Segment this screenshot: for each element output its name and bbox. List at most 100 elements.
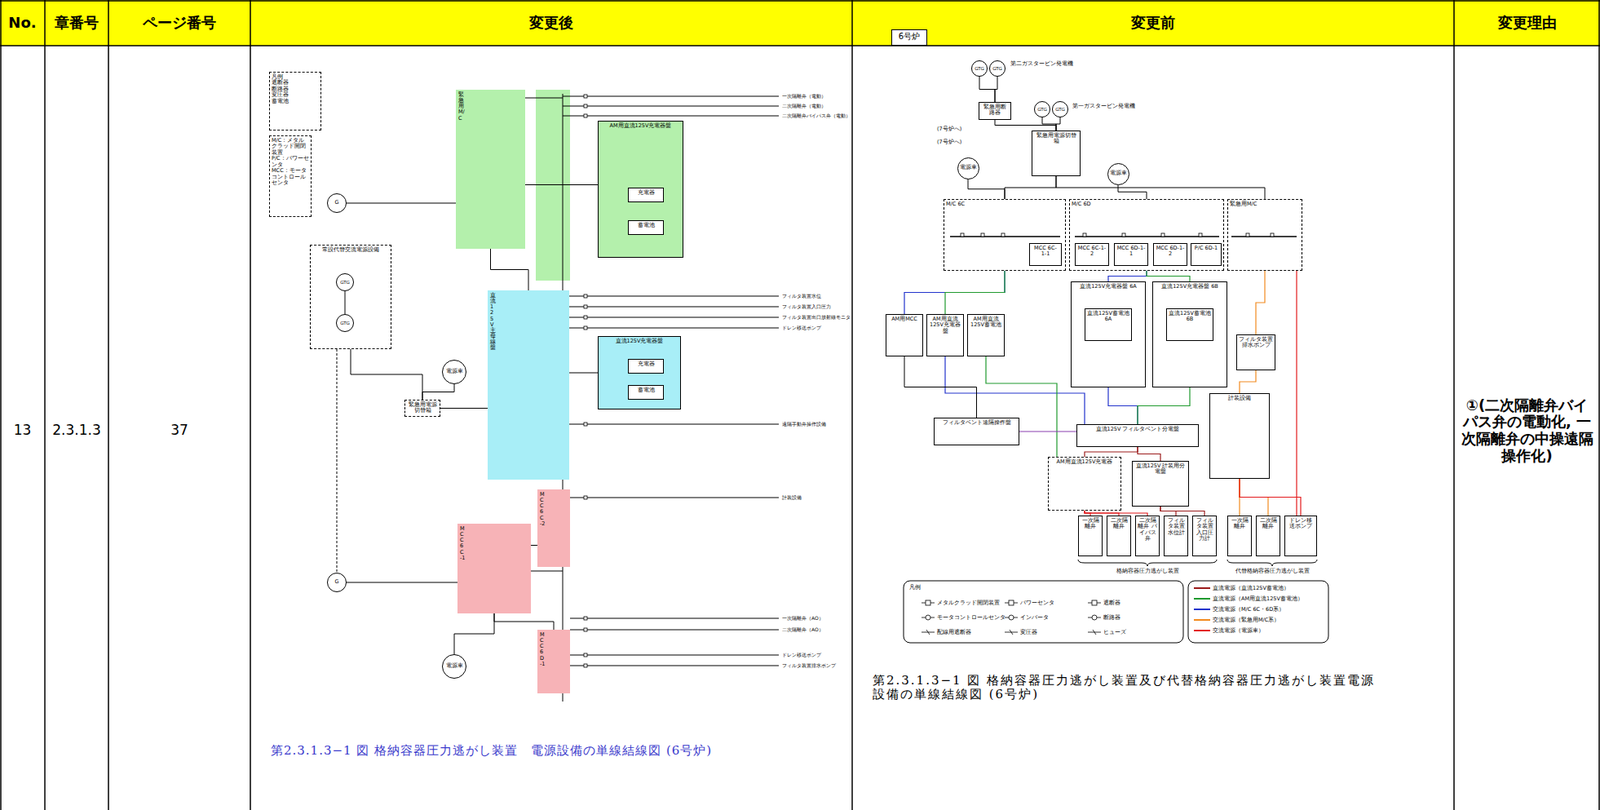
panel-box: 蓄電池 [627, 220, 664, 235]
panel-box: AM用直流125V蓄電池 [967, 313, 1005, 357]
legend-symbol [1004, 599, 1018, 606]
generator-circle: GTG [989, 60, 1006, 77]
legend-swatch [1193, 587, 1211, 589]
node-label: フィルタ装置 排水ポンプ [1238, 336, 1273, 350]
legend-text: 直流電源（直流125V蓄電池） [1212, 584, 1290, 593]
wire-connector [1004, 176, 1057, 199]
breaker-symbol [583, 663, 588, 668]
legend-swatch [1193, 629, 1211, 632]
node-label: G [334, 579, 339, 585]
dashed-enclosure: M/C 6CMCC 6C-1-1 [943, 198, 1066, 271]
table-cell-text: 変更前 [852, 0, 1455, 46]
power-wire [945, 356, 1085, 425]
brace [1227, 559, 1318, 566]
panel-box: 緊急用電源切替箱 [1031, 130, 1081, 177]
diagram-label: 二次隔離弁バイパス弁（電動） [781, 113, 852, 120]
panel-box: 充電器 [627, 187, 664, 203]
diagram-label: ①(二次隔離弁バイパス弁の電動化, 一次隔離弁の中操遠隔操作化) [1459, 397, 1595, 465]
diagram-label: フィルタ装置排水ポンプ [781, 662, 837, 669]
legend-item: 変圧器 [1004, 627, 1038, 637]
figure-caption: 第2.3.1.3−1 図 格納容器圧力逃がし装置及び代替格納容器圧力逃がし装置電… [872, 673, 1379, 703]
panel-box: 直流125V蓄電池 6B [1166, 308, 1214, 341]
breaker-symbol [960, 233, 964, 237]
diagram-label: (7号炉へ) [936, 126, 963, 133]
generator-circle: GTG [1051, 101, 1069, 118]
wire-connector [1118, 185, 1147, 200]
panel-box: 一次隔離弁 [1227, 515, 1252, 557]
node-label: フィルタ装置 水位計 [1166, 517, 1186, 536]
panel-box: AM用直流125V充電器盤充電器蓄電池 [597, 120, 684, 258]
diagram-label: 第一ガスタービン発電機 [1071, 103, 1136, 110]
wire-connector [490, 248, 530, 291]
legend-symbol-shape [926, 629, 930, 635]
node-label: 二次隔離弁 [1109, 517, 1129, 531]
legend-text: 交流電源（M/C 6C・6D系） [1212, 605, 1285, 614]
generator-circle: 電源車 [441, 359, 467, 385]
figure-caption: 第2.3.1.3−1 図 格納容器圧力逃がし装置 電源設備の単線結線図 (6号炉… [270, 743, 842, 758]
legend-symbol-shape [925, 600, 931, 606]
panel-box: 充電器 [627, 358, 664, 374]
dashed-enclosure: 緊急用電源切替箱 [404, 399, 441, 417]
node-label: フィルタベント遠隔操作盤 [936, 419, 1017, 426]
wire-connector [346, 582, 458, 584]
node-label: 二次隔離弁 [1258, 517, 1278, 531]
wire-connector [422, 384, 455, 400]
panel-box: フィルタ装置 水位計 [1163, 515, 1189, 557]
wire-connector [1056, 176, 1265, 199]
node-label: AM用直流125V充電器盤 [600, 123, 681, 129]
diagram-label: ドレン移送ポンプ [781, 652, 823, 659]
wire-connector [1137, 446, 1161, 461]
legend-item: 遮断器 [1087, 598, 1121, 607]
node-label: 直流125V充電器盤 6A [1073, 283, 1144, 290]
legend-frame [903, 580, 1184, 643]
node-label: MCC 6C-1-1 [1031, 245, 1060, 258]
diagram-label: 代替格納容器圧力逃がし装置 [1234, 568, 1311, 575]
wire-connector [1137, 387, 1190, 425]
node-label: 蓄電池 [271, 98, 319, 105]
breaker-symbol [1161, 233, 1165, 237]
node-label: P/C 6D-1 [1193, 245, 1220, 252]
wire-connector [350, 349, 423, 400]
power-wire [1295, 270, 1297, 516]
node-label: MCC：モータコントロールセンタ [271, 167, 310, 186]
generator-circle: G [327, 572, 347, 593]
generator-circle: GTG [1034, 101, 1051, 118]
panel-box: MCC 6D-1-1 [1113, 243, 1149, 266]
generator-circle: GTG [335, 273, 354, 292]
bus-band: MCC 6C-1 [457, 523, 531, 614]
panel-box: 直流125V充電器盤 6A 直流125V蓄電池 6A [1070, 281, 1146, 388]
breaker-symbol [583, 495, 588, 500]
node-label: GTG [340, 320, 350, 326]
diagram-label: 遠隔手動弁操作設備 [781, 421, 827, 428]
legend-item: パワーセンタ [1004, 598, 1055, 607]
panel-box: MCC 6C-1-1 [1029, 243, 1062, 266]
diagram-label: 一次隔離弁（AO） [781, 615, 825, 622]
breaker-symbol [583, 94, 588, 98]
panel-box: AM用MCC [885, 313, 924, 357]
table-cell-text: 変更後 [250, 0, 853, 46]
legend-text: 直流電源（AM用直流125V蓄電池） [1212, 595, 1304, 603]
node-label: 二次隔離弁 バイパス弁 [1137, 517, 1158, 543]
node-label: 直流125V充電器盤 [600, 338, 679, 345]
generator-circle: 電源車 [1107, 163, 1130, 186]
breaker-symbol [583, 315, 588, 319]
node-label: 一次隔離弁 [1229, 517, 1250, 531]
wire-connector [994, 119, 1057, 131]
breaker-symbol [1246, 233, 1250, 237]
table-cell-text: 章番号 [44, 0, 109, 46]
legend-symbol [921, 599, 935, 606]
legend-symbol [921, 614, 935, 621]
wire-connector [904, 356, 977, 418]
diagram-label: (7号炉へ) [936, 139, 963, 146]
generator-circle: 電源車 [441, 654, 467, 679]
panel-box: 直流125V蓄電池 6A [1084, 308, 1132, 341]
node-label: 充電器 [630, 190, 662, 196]
node-label: GTG [974, 66, 985, 71]
panel-box: AM用直流125V充電器盤 [926, 313, 964, 357]
node-label: M/C：メタルクラッド開閉装置 [271, 137, 310, 156]
bus-band: 直流125V主母線盤 [487, 290, 570, 480]
legend-item: 交流電源（電源車） [1193, 626, 1265, 635]
